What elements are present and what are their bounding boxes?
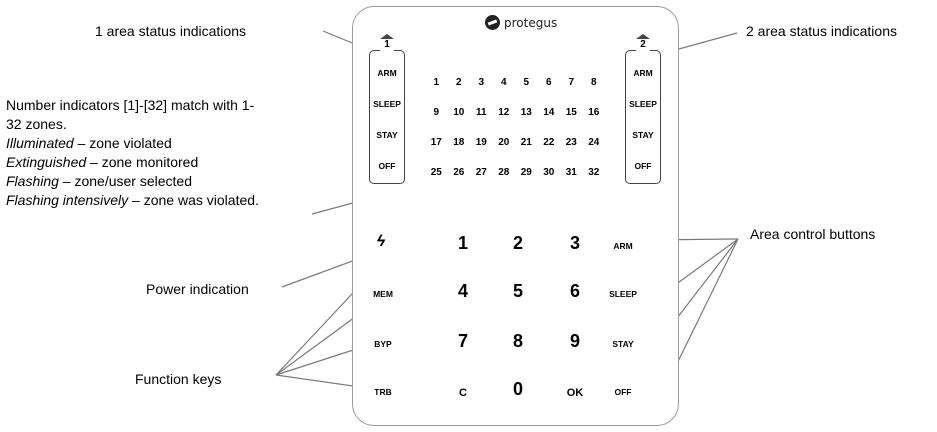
zone-indicator: 15	[565, 107, 577, 118]
illuminated-item: Illuminated – zone violated	[6, 134, 259, 153]
zone-indicator: 31	[565, 167, 577, 178]
mem-button[interactable]: MEM	[373, 289, 393, 299]
leader-area-ctrl-2	[670, 238, 739, 289]
flashing-intensively-term: Flashing intensively	[6, 192, 129, 208]
zone-indicator: 16	[588, 107, 600, 118]
power-indicator-icon: ϟ	[376, 233, 386, 250]
extinguished-item: Extinguished – zone monitored	[6, 153, 259, 172]
flashing-item: Flashing – zone/user selected	[6, 172, 259, 191]
key-9-button[interactable]: 9	[569, 331, 580, 351]
zone-indicator: 6	[545, 77, 552, 88]
flashing-desc: – zone/user selected	[58, 173, 193, 189]
extinguished-desc: – zone monitored	[86, 154, 199, 170]
zone-indicator: 28	[498, 167, 510, 178]
zone-indicator: 26	[453, 167, 465, 178]
key-7-button[interactable]: 7	[457, 331, 468, 351]
zone-indicator: 23	[565, 137, 577, 148]
zone-indicator: 17	[430, 137, 442, 148]
area1-marker: 1	[380, 34, 394, 51]
zone-indicator: 29	[520, 167, 532, 178]
zone-row: 25 26 27 28 29 30 31 32	[425, 167, 605, 197]
zone-indicator: 11	[475, 107, 487, 118]
number-indicators-line-2: 32 zones.	[6, 116, 67, 132]
area2-marker: 2	[636, 34, 650, 51]
ok-button[interactable]: OK	[566, 387, 584, 399]
zone-indicator: 24	[588, 137, 600, 148]
zone-indicator: 5	[523, 77, 530, 88]
zone-indicator: 32	[588, 167, 600, 178]
area2-stay-indicator: STAY	[632, 130, 654, 140]
key-3-button[interactable]: 3	[569, 233, 580, 253]
key-1-button[interactable]: 1	[457, 233, 468, 253]
trb-button[interactable]: TRB	[374, 387, 392, 397]
keypad-device: protegus 1 ARM SLEEP STAY OFF 2 ARM SLEE…	[352, 6, 679, 426]
number-indicators-description: Number indicators [1]-[32] match with 1-…	[6, 96, 259, 210]
zone-indicator: 13	[520, 107, 532, 118]
extinguished-term: Extinguished	[6, 154, 87, 170]
zone-indicator: 19	[475, 137, 487, 148]
area2-arm-indicator: ARM	[633, 68, 653, 78]
flashing-intensively-item: Flashing intensively – zone was violated…	[6, 191, 259, 210]
zone-indicator: 27	[475, 167, 487, 178]
zone-indicator: 4	[500, 77, 507, 88]
zone-row: 17 18 19 20 21 22 23 24	[425, 137, 605, 167]
zone-indicator: 3	[478, 77, 485, 88]
area1-status-label: 1 area status indications	[95, 23, 246, 39]
key-8-button[interactable]: 8	[512, 331, 523, 351]
brand-name: protegus	[504, 15, 558, 30]
key-c-button[interactable]: C	[459, 387, 467, 399]
area-control-buttons-label: Area control buttons	[750, 226, 876, 242]
area1-sleep-indicator: SLEEP	[373, 99, 401, 109]
byp-button[interactable]: BYP	[374, 339, 392, 349]
power-indication-label: Power indication	[146, 281, 249, 297]
illuminated-term: Illuminated	[6, 135, 74, 151]
stay-button[interactable]: STAY	[612, 339, 634, 349]
zone-indicator: 30	[543, 167, 555, 178]
area1-arm-indicator: ARM	[377, 68, 397, 78]
area2-status-column: 2 ARM SLEEP STAY OFF	[625, 34, 661, 184]
zone-indicator: 14	[543, 107, 555, 118]
zone-indicator: 7	[568, 77, 575, 88]
area2-off-indicator: OFF	[634, 161, 652, 171]
key-4-button[interactable]: 4	[457, 281, 468, 301]
arm-button[interactable]: ARM	[613, 241, 633, 251]
zone-indicator: 22	[543, 137, 555, 148]
zone-indicator-grid: 1 2 3 4 5 6 7 8 9 10 11 12 13 14 15 16 1…	[425, 77, 605, 197]
flashing-intensively-desc: – zone was violated.	[128, 192, 259, 208]
zone-indicator: 20	[498, 137, 510, 148]
zone-indicator: 9	[433, 107, 440, 118]
area2-sleep-indicator: SLEEP	[629, 99, 657, 109]
area2-status-label: 2 area status indications	[746, 23, 897, 39]
key-2-button[interactable]: 2	[512, 233, 523, 253]
zone-indicator: 1	[433, 77, 440, 88]
brand-logo-icon	[485, 15, 500, 30]
sleep-button[interactable]: SLEEP	[609, 289, 637, 299]
zone-indicator: 2	[455, 77, 462, 88]
key-6-button[interactable]: 6	[569, 281, 580, 301]
zone-indicator: 25	[430, 167, 442, 178]
number-indicators-line-1: Number indicators [1]-[32] match with 1-	[6, 97, 255, 113]
area1-status-column: 1 ARM SLEEP STAY OFF	[369, 34, 405, 184]
zone-indicator: 8	[590, 77, 597, 88]
zone-row: 1 2 3 4 5 6 7 8	[425, 77, 605, 107]
zone-indicator: 12	[498, 107, 510, 118]
area1-stay-indicator: STAY	[376, 130, 398, 140]
zone-indicator: 18	[453, 137, 465, 148]
off-button[interactable]: OFF	[614, 387, 632, 397]
zone-row: 9 10 11 12 13 14 15 16	[425, 107, 605, 137]
function-keys-label: Function keys	[135, 371, 222, 387]
brand: protegus	[485, 15, 557, 30]
zone-indicator: 21	[520, 137, 532, 148]
key-5-button[interactable]: 5	[512, 281, 523, 301]
illuminated-desc: – zone violated	[73, 135, 172, 151]
flashing-term: Flashing	[6, 173, 59, 189]
area1-off-indicator: OFF	[378, 161, 396, 171]
key-0-button[interactable]: 0	[512, 379, 523, 399]
zone-indicator: 10	[453, 107, 465, 118]
